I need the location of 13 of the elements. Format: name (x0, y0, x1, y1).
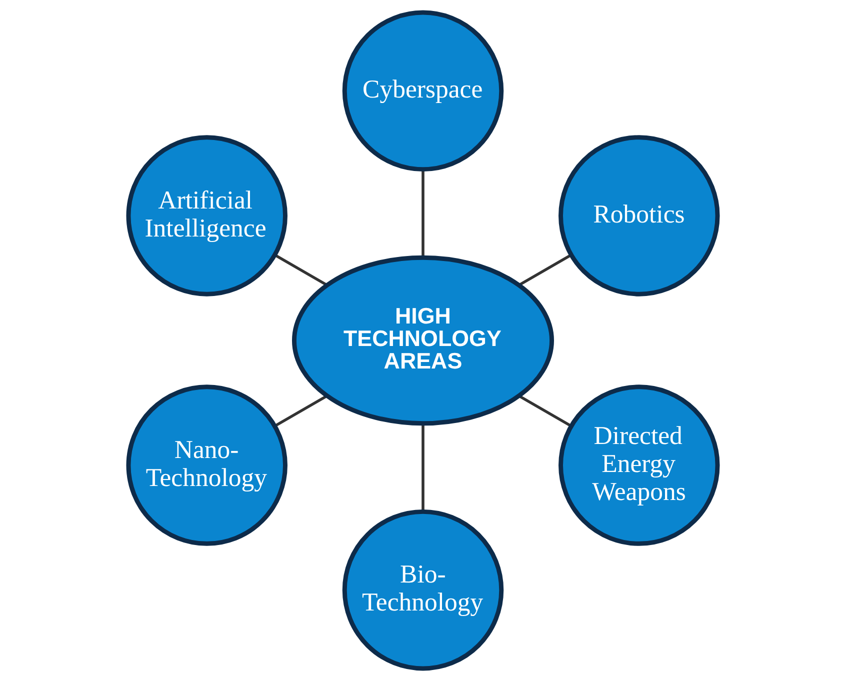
node-circle: Directed Energy Weapons (558, 384, 720, 546)
node-circle: Bio-Technology (342, 509, 504, 671)
node-circle: Cyberspace (342, 10, 504, 172)
connector (518, 394, 572, 428)
node-ellipse: HIGH TECHNOLOGY AREAS (291, 255, 554, 426)
connector (274, 254, 328, 286)
node-circle: Robotics (558, 135, 720, 296)
connector (274, 394, 328, 428)
connector (518, 254, 572, 286)
connector (421, 169, 424, 258)
connector (421, 424, 424, 512)
node-circle: Nano-Technology (126, 384, 287, 546)
node-circle: Artificial Intelligence (126, 135, 287, 296)
